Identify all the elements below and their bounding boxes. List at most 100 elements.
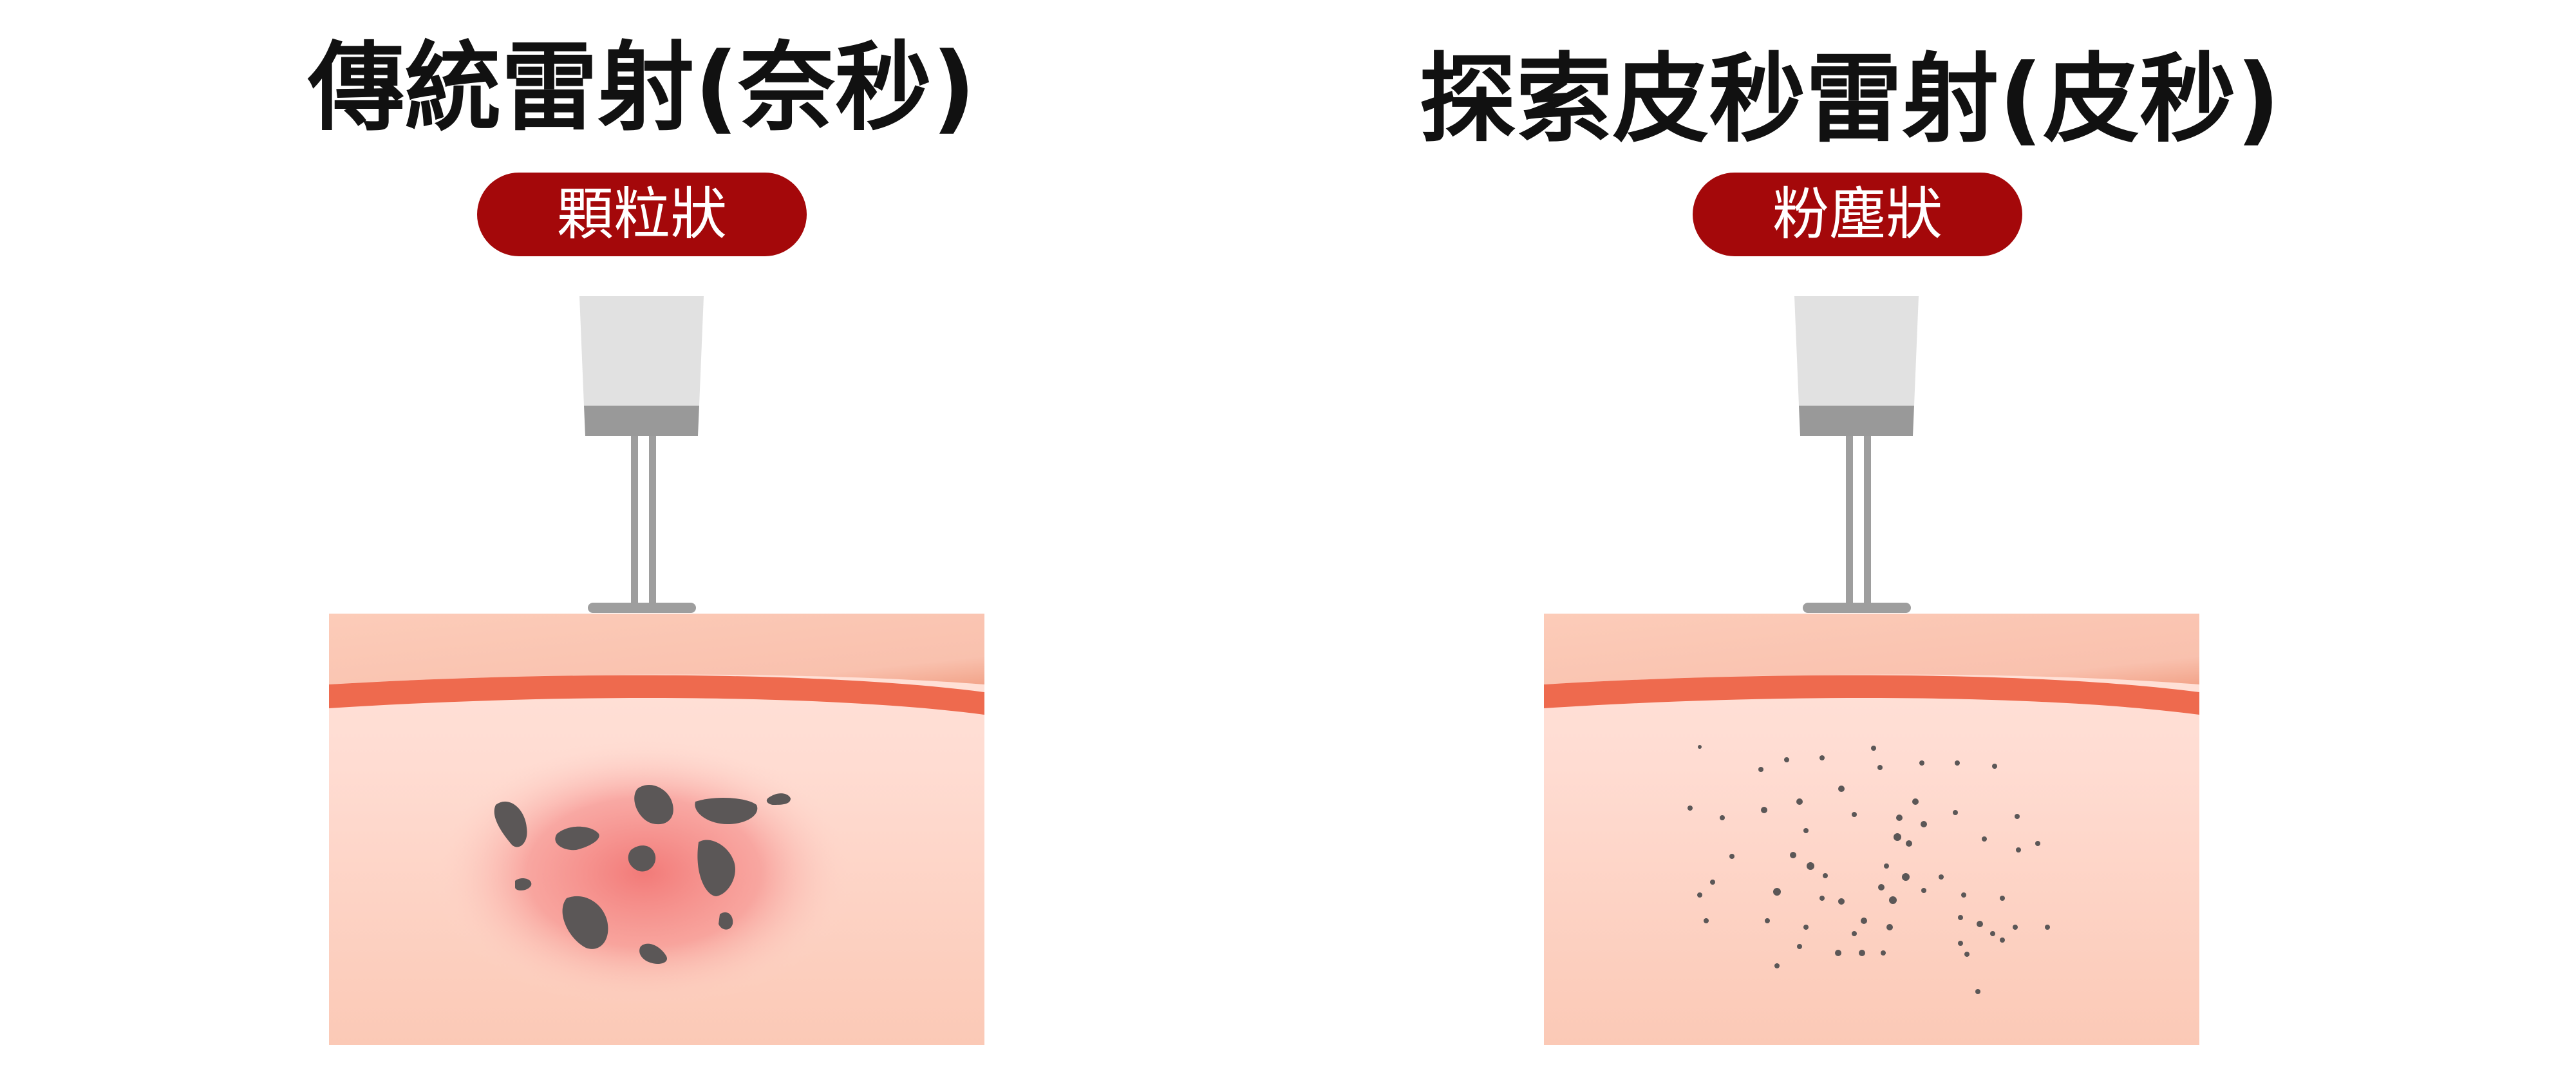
dust-particle xyxy=(2016,847,2021,853)
dust-particle xyxy=(1796,798,1803,805)
dust-particle xyxy=(2000,937,2005,943)
dust-particle xyxy=(2013,925,2018,930)
dust-particle xyxy=(1992,764,1997,769)
dust-particle xyxy=(1955,760,1960,766)
epidermis-left xyxy=(329,614,984,684)
dust-particle xyxy=(1790,852,1796,858)
dust-particle xyxy=(1758,767,1763,772)
dust-particle xyxy=(1871,746,1876,751)
heat-glow xyxy=(431,737,856,1008)
dust-particle xyxy=(1878,884,1885,890)
dust-particle xyxy=(1819,755,1825,760)
badge-dust-label: 粉塵狀 xyxy=(1772,181,1942,247)
dust-particle xyxy=(1861,918,1867,924)
pigment-granule xyxy=(697,840,735,896)
laser-head-right xyxy=(1794,296,1919,406)
dust-particle xyxy=(1823,873,1828,878)
dust-particle xyxy=(1773,888,1781,896)
dust-particle xyxy=(2035,841,2040,846)
dust-particle xyxy=(2045,925,2050,930)
epidermis-line-right xyxy=(1544,675,2199,715)
dust-particle xyxy=(1921,888,1926,893)
pigment-granules xyxy=(494,785,791,964)
dust-particle xyxy=(1886,924,1893,930)
dust-particle xyxy=(1761,807,1767,813)
dust-particle xyxy=(1894,833,1901,841)
dust-particle xyxy=(1889,896,1897,904)
dust-particle xyxy=(1838,786,1845,792)
laser-device-right xyxy=(1794,296,1919,613)
dust-particle xyxy=(1902,873,1910,881)
dust-particle xyxy=(2015,814,2020,819)
laser-head-base-left xyxy=(584,406,699,436)
dust-particle xyxy=(1852,812,1857,817)
dust-particle xyxy=(1852,931,1857,936)
laser-head-left xyxy=(579,296,704,406)
dust-particle xyxy=(1896,815,1903,821)
dust-particle xyxy=(1921,821,1927,827)
dust-particle xyxy=(1953,810,1958,815)
dust-particle xyxy=(1961,892,1966,898)
dust-particle xyxy=(1964,952,1970,957)
dust-particle xyxy=(1710,880,1715,885)
dust-particle xyxy=(1784,757,1789,762)
pigment-granule xyxy=(766,793,791,805)
dust-particle xyxy=(1912,798,1919,805)
pigment-dust xyxy=(1688,745,2050,994)
badge-granular: 顆粒狀 xyxy=(477,173,807,256)
badge-granular-label: 顆粒狀 xyxy=(556,181,727,247)
pigment-granule xyxy=(562,896,608,949)
laser-tip-right xyxy=(1803,603,1911,613)
skin-section-left xyxy=(329,614,984,1045)
dust-particle xyxy=(1835,950,1841,956)
dust-particle xyxy=(1803,925,1809,930)
pigment-granule xyxy=(515,878,532,890)
dust-particle xyxy=(1877,765,1883,770)
dust-particle xyxy=(1906,840,1912,847)
pigment-granule xyxy=(639,943,667,964)
dust-particle xyxy=(1698,745,1702,749)
dust-particle xyxy=(1939,874,1944,880)
dust-particle xyxy=(1697,892,1702,898)
dust-particle xyxy=(1982,836,1987,842)
skin-section-right xyxy=(1544,614,2199,1045)
dust-particle xyxy=(1765,918,1770,923)
dust-particle xyxy=(1958,915,1963,920)
pigment-granule xyxy=(719,912,733,930)
laser-rod-left-1 xyxy=(631,436,638,605)
laser-head-base-right xyxy=(1799,406,1914,436)
dust-particle xyxy=(1688,806,1693,811)
epidermis-right xyxy=(1544,614,2199,684)
dust-particle xyxy=(1859,950,1865,956)
panel-title-picosecond: 探索皮秒雷射(皮秒) xyxy=(1419,44,2280,156)
laser-tip-left xyxy=(588,603,696,613)
dust-particle xyxy=(1881,950,1886,956)
epidermis-line-left xyxy=(329,675,984,715)
dust-particle xyxy=(1838,898,1845,905)
dust-particle xyxy=(1990,931,1995,936)
dust-particle xyxy=(1720,815,1725,820)
dust-particle xyxy=(1774,963,1780,968)
dust-particle xyxy=(1729,854,1735,859)
badge-dust: 粉塵狀 xyxy=(1693,173,2022,256)
laser-device-left xyxy=(579,296,704,613)
dust-particle xyxy=(1975,989,1980,994)
dust-particle xyxy=(1958,941,1963,946)
dust-particle xyxy=(1884,863,1889,869)
dust-particle xyxy=(1797,944,1802,949)
laser-rod-left-2 xyxy=(649,436,656,605)
pigment-granule xyxy=(555,826,599,851)
pigment-granule xyxy=(494,801,527,847)
dust-particle xyxy=(2000,896,2005,901)
dust-particle xyxy=(1807,862,1814,870)
dust-particle xyxy=(1704,918,1709,923)
dust-particle xyxy=(1803,828,1809,833)
pigment-granule xyxy=(634,785,673,825)
dust-particle xyxy=(1919,760,1924,766)
dust-particle xyxy=(1819,896,1825,901)
laser-rod-right-2 xyxy=(1864,436,1871,605)
dust-particle xyxy=(1977,921,1983,927)
pigment-granule xyxy=(695,797,758,824)
laser-rod-right-1 xyxy=(1846,436,1853,605)
